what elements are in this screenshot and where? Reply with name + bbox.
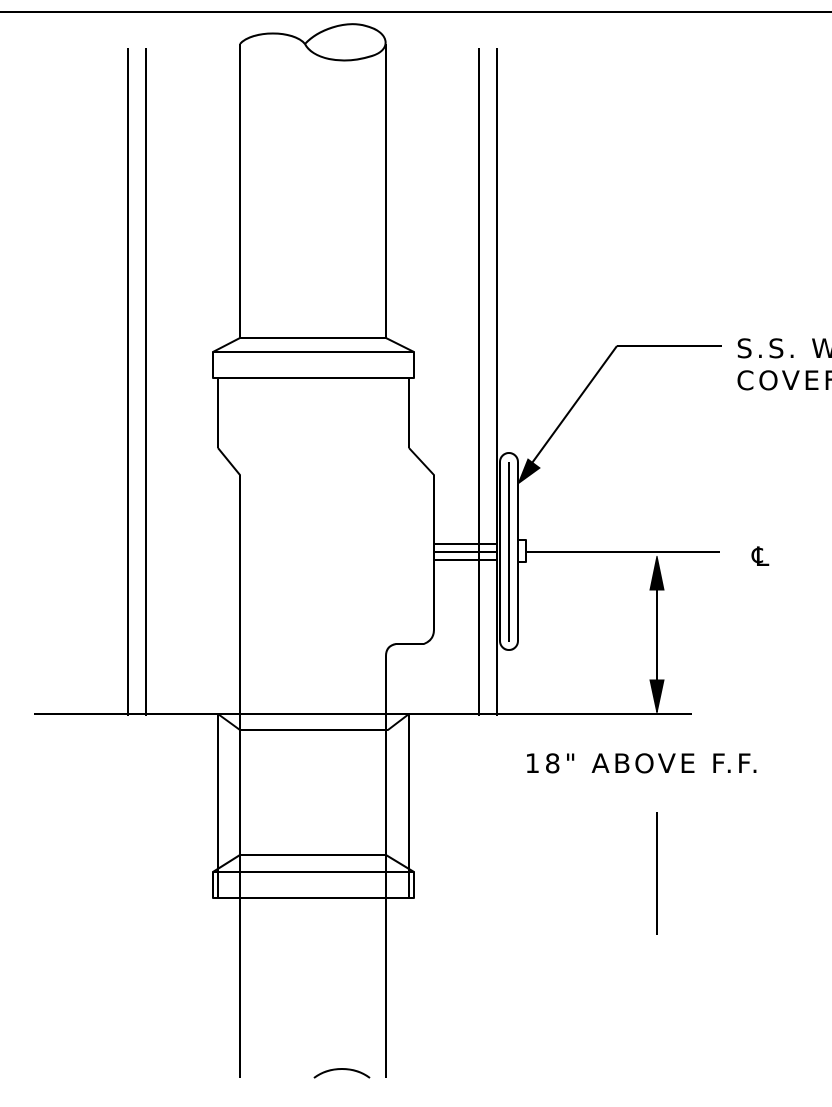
cleanout-stem — [434, 543, 497, 561]
dimension-bottom-arrow — [649, 679, 665, 714]
lower-pipe — [217, 713, 410, 1079]
callout-leader — [516, 345, 722, 486]
cleanout-tee-body — [217, 447, 435, 855]
callout-text-line2: COVEF — [736, 366, 832, 397]
upper-coupling — [212, 337, 415, 448]
callout-text-line1: S.S. W — [736, 334, 832, 365]
centerline-symbol: ℄ — [751, 542, 772, 573]
lower-coupling-sides — [217, 714, 410, 898]
wall-cover-plate — [499, 452, 527, 651]
dimension-arrow-up — [649, 555, 665, 591]
right-wall — [478, 48, 498, 716]
upper-pipe — [239, 23, 387, 338]
left-wall — [127, 48, 147, 716]
lower-coupling — [212, 714, 415, 899]
dimension-line — [649, 555, 665, 935]
dimension-label: 18" ABOVE F.F. — [524, 749, 762, 780]
